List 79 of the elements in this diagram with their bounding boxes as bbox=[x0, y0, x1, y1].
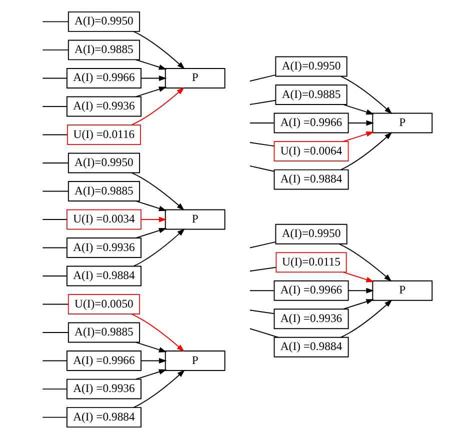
connector bbox=[42, 247, 68, 248]
node-box: A(I) =0.9884 bbox=[66, 266, 142, 286]
connector bbox=[42, 219, 68, 220]
arrow bbox=[135, 86, 167, 98]
connector bbox=[249, 310, 275, 314]
connector bbox=[42, 416, 68, 418]
connector bbox=[42, 78, 68, 79]
node-box: A(I)=0.9950 bbox=[68, 152, 140, 174]
node-box: A(I)=0.9950 bbox=[68, 11, 140, 32]
node-box: U(I) =0.0064 bbox=[274, 141, 349, 162]
arrow bbox=[135, 228, 167, 238]
connector bbox=[42, 304, 69, 305]
arrow bbox=[342, 104, 374, 115]
node-box: A(I)=0.9950 bbox=[275, 224, 348, 244]
arrow bbox=[131, 314, 184, 352]
node-box: A(I) =0.9936 bbox=[66, 238, 142, 258]
connector bbox=[249, 165, 275, 172]
node-box: A(I)=0.9885 bbox=[68, 322, 140, 343]
node-box: U(I) =0.0034 bbox=[66, 209, 142, 230]
node-box: A(I) =0.9966 bbox=[66, 68, 142, 88]
node-box: A(I) =0.9936 bbox=[274, 308, 349, 330]
node-box: A(I) =0.9966 bbox=[66, 350, 142, 372]
node-box: P bbox=[164, 68, 226, 88]
node-box: A(I) =0.9936 bbox=[66, 378, 142, 400]
connector bbox=[249, 100, 276, 105]
connector bbox=[42, 21, 69, 22]
arrow bbox=[342, 272, 374, 282]
arrow bbox=[338, 244, 392, 282]
connector bbox=[42, 332, 69, 334]
node-box: A(I) =0.9966 bbox=[274, 112, 349, 134]
connector bbox=[42, 162, 69, 164]
arrow bbox=[140, 75, 167, 81]
connector bbox=[42, 106, 68, 107]
arrow bbox=[342, 131, 374, 142]
arrow bbox=[133, 370, 185, 408]
connector bbox=[42, 360, 68, 362]
arrow bbox=[340, 76, 392, 114]
node-box: A(I)=0.9885 bbox=[68, 181, 140, 202]
node-box: P bbox=[164, 209, 226, 230]
connector bbox=[42, 49, 69, 50]
node-box: P bbox=[372, 280, 433, 301]
connector bbox=[249, 122, 275, 124]
node-box: A(I) =0.9884 bbox=[274, 336, 349, 358]
arrow bbox=[131, 172, 184, 210]
connector bbox=[249, 74, 276, 82]
arrow bbox=[140, 216, 167, 222]
arrow bbox=[135, 59, 167, 70]
arrow bbox=[348, 120, 374, 126]
connector bbox=[42, 134, 68, 136]
arrow bbox=[133, 31, 185, 70]
node-box: P bbox=[372, 112, 433, 134]
node-box: U(I)=0.0050 bbox=[68, 294, 140, 314]
node-box: A(I)=0.9950 bbox=[275, 56, 348, 77]
connector bbox=[42, 388, 68, 390]
node-box: A(I) =0.9966 bbox=[274, 280, 349, 301]
node-box: A(I)=0.9885 bbox=[68, 40, 140, 60]
arrow bbox=[340, 300, 392, 338]
arrow bbox=[348, 288, 374, 294]
arrow bbox=[140, 358, 167, 364]
node-box: A(I)=0.9885 bbox=[275, 84, 348, 105]
node-box: A(I) =0.9884 bbox=[66, 407, 142, 428]
arrow bbox=[340, 132, 392, 170]
node-box: U(I)=0.0115 bbox=[276, 252, 347, 273]
arrow bbox=[342, 299, 374, 310]
node-box: A(I) =0.9884 bbox=[274, 169, 349, 190]
node-box: A(I) =0.9936 bbox=[66, 96, 142, 117]
arrow bbox=[131, 87, 184, 126]
connector bbox=[249, 241, 276, 248]
arrow bbox=[135, 200, 167, 212]
connector bbox=[249, 290, 275, 292]
node-box: P bbox=[164, 350, 226, 372]
arrow bbox=[135, 342, 167, 352]
connector bbox=[249, 142, 275, 147]
arrow bbox=[135, 369, 167, 380]
connector bbox=[42, 190, 69, 192]
arrow bbox=[133, 228, 185, 267]
connector bbox=[249, 328, 279, 338]
node-box: U(I) =0.0116 bbox=[66, 124, 142, 145]
connector bbox=[249, 266, 276, 272]
